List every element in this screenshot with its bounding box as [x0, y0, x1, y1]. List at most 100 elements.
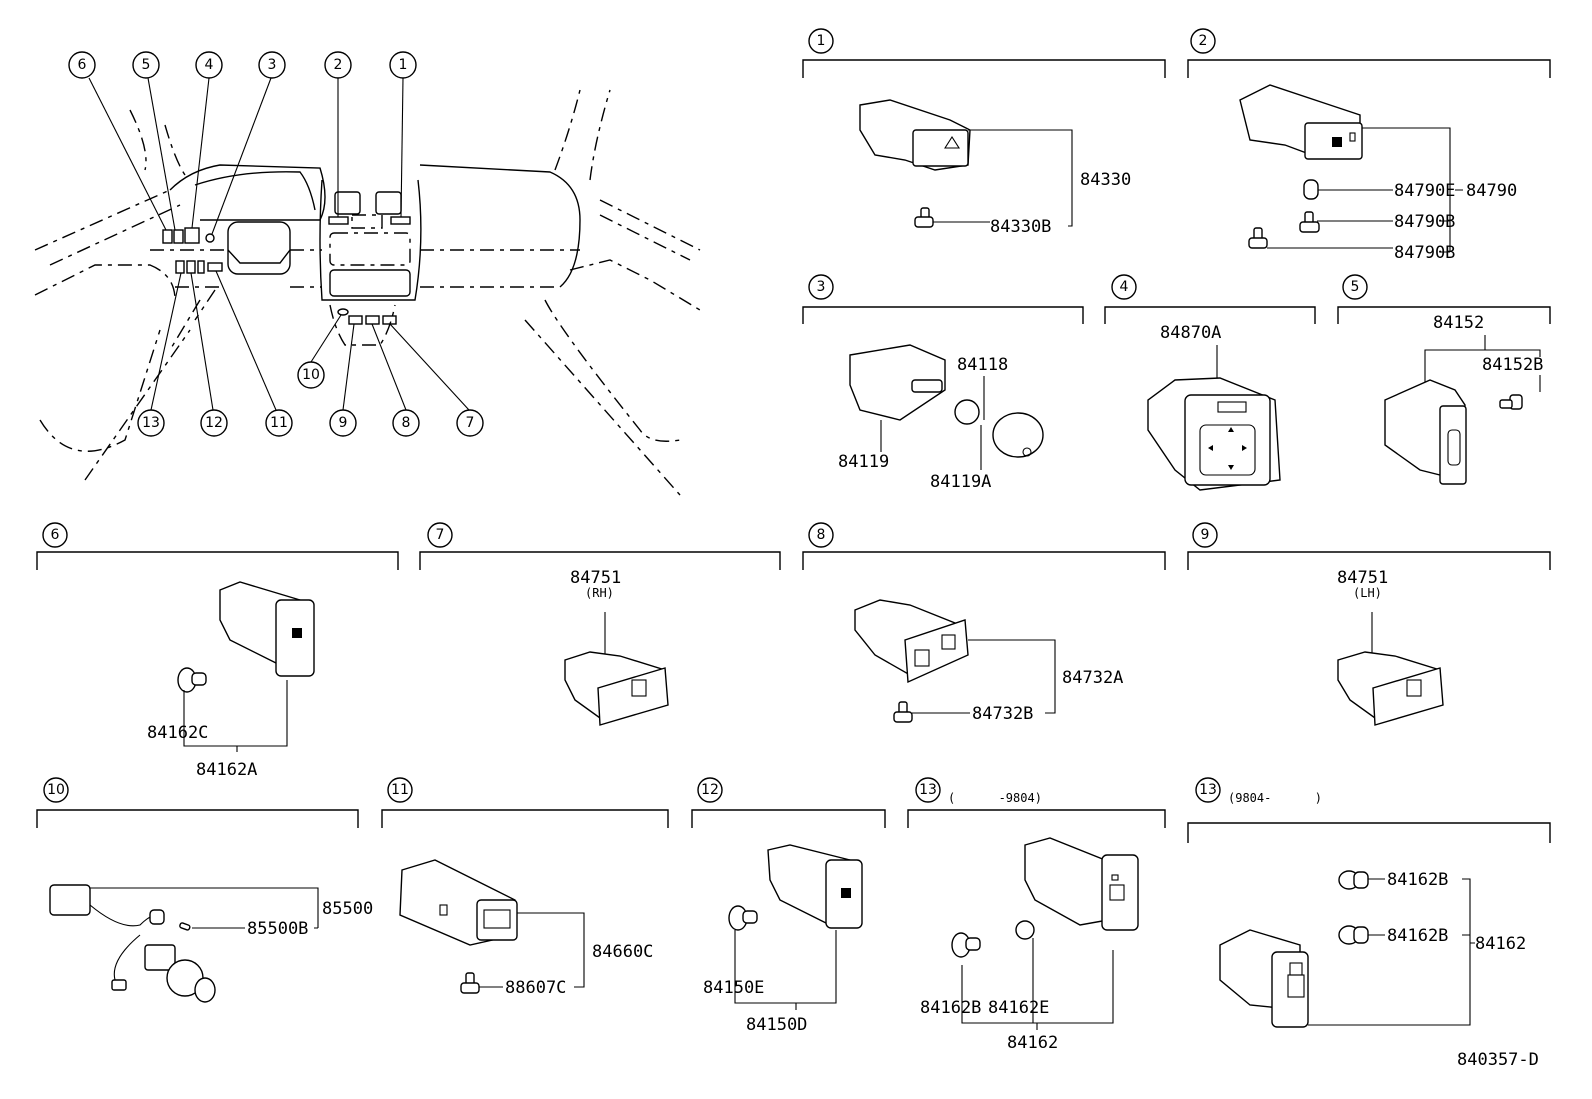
door-left — [39, 329, 161, 452]
part-84118[interactable]: 84118 — [957, 355, 1008, 375]
svg-text:12: 12 — [701, 782, 719, 798]
part-84162B[interactable]: 84162B — [920, 998, 981, 1018]
part-84119A[interactable]: 84119A — [930, 472, 991, 492]
switch-4-slot — [184, 227, 200, 244]
callout-1: 1 — [389, 51, 417, 79]
part-84330B[interactable]: 84330B — [990, 217, 1051, 237]
center-vent — [329, 232, 411, 266]
lighter-harness-icon — [49, 884, 216, 1003]
svg-text:2: 2 — [1199, 33, 1208, 49]
defogger-switch-icon — [1239, 84, 1363, 160]
part-88607C[interactable]: 88607C — [505, 978, 566, 998]
part-84790B[interactable]: 84790B — [1394, 212, 1455, 232]
part-84751-rh[interactable]: 84751 — [570, 568, 621, 588]
dash-right-lines — [420, 249, 580, 288]
callout-3: 3 — [258, 51, 286, 79]
svg-text:1: 1 — [817, 33, 826, 49]
switch-5-slot — [173, 229, 184, 244]
part-85500B[interactable]: 85500B — [247, 919, 308, 939]
svg-text:13: 13 — [1199, 782, 1217, 798]
svg-text:7: 7 — [436, 527, 445, 543]
svg-text:4: 4 — [1120, 279, 1129, 295]
knob-icon — [992, 412, 1044, 458]
bulb-icon — [1248, 227, 1268, 249]
svg-text:4: 4 — [205, 57, 214, 73]
part-84751-lh[interactable]: 84751 — [1337, 568, 1388, 588]
callout-2: 2 — [324, 51, 352, 79]
part-84870A[interactable]: 84870A — [1160, 323, 1221, 343]
center-box-a — [334, 191, 361, 215]
date-range-note: (9804- ) — [1228, 791, 1322, 805]
part-85500[interactable]: 85500 — [322, 899, 373, 919]
part-84790E[interactable]: 84790E — [1394, 181, 1455, 201]
svg-text:12: 12 — [205, 415, 223, 431]
console-left — [169, 289, 216, 351]
svg-text:8: 8 — [402, 415, 411, 431]
bulb-icon — [177, 667, 207, 693]
part-84790[interactable]: 84790 — [1466, 181, 1517, 201]
switch-extra-slot — [197, 260, 205, 274]
bulb-icon — [914, 207, 934, 228]
svg-text:13: 13 — [919, 782, 937, 798]
part-84162[interactable]: 84162 — [1475, 934, 1526, 954]
part-84152[interactable]: 84152 — [1433, 313, 1484, 333]
switch-10-slot — [337, 308, 349, 316]
pillar-left — [129, 109, 186, 176]
dashboard-overview: 6 5 4 3 2 1 10 13 12 11 9 8 7 — [34, 51, 701, 496]
switch-3-slot — [205, 233, 215, 243]
svg-text:8: 8 — [817, 527, 826, 543]
dash-lower-left — [34, 264, 176, 301]
part-84732A[interactable]: 84732A — [1062, 668, 1123, 688]
part-84660C[interactable]: 84660C — [592, 942, 653, 962]
svg-text:3: 3 — [268, 57, 277, 73]
part-84119[interactable]: 84119 — [838, 452, 889, 472]
callout-12: 12 — [200, 409, 228, 437]
side-label-lh: (LH) — [1353, 586, 1382, 600]
part-84162E[interactable]: 84162E — [988, 998, 1049, 1018]
mirror-switch-icon — [1147, 377, 1281, 491]
cap-icon — [1015, 920, 1035, 940]
part-84150D[interactable]: 84150D — [746, 1015, 807, 1035]
switch-9-slot — [348, 315, 363, 325]
date-range-note: ( -9804) — [948, 791, 1042, 805]
center-box-b — [375, 191, 402, 215]
switch-13-slot — [175, 260, 185, 274]
part-84150E[interactable]: 84150E — [703, 978, 764, 998]
part-84732B[interactable]: 84732B — [972, 704, 1033, 724]
meter-hood-inner — [194, 171, 316, 211]
center-audio — [329, 269, 411, 297]
steering-inner — [227, 249, 291, 264]
panel-11-ac-switch: 11 84660C 88607C — [381, 777, 669, 998]
part-84162C[interactable]: 84162C — [147, 723, 208, 743]
ring-icon — [954, 399, 980, 425]
part-84162A[interactable]: 84162A — [196, 760, 257, 780]
panel-5-dimmer-switch: 5 84152 84152B — [1337, 274, 1551, 485]
panel-2-defogger-switch: 2 84790E 84790 84790B 84790B — [1187, 28, 1551, 263]
part-84162B[interactable]: 84162B — [1387, 870, 1448, 890]
part-84152B[interactable]: 84152B — [1482, 355, 1543, 375]
fog-switch-icon — [1024, 837, 1139, 931]
switch-icon — [1337, 651, 1444, 726]
callout-9: 9 — [329, 409, 357, 437]
panel-3-rheostat: 3 84118 84119 84119A — [802, 274, 1084, 492]
part-84790B-2[interactable]: 84790B — [1394, 243, 1455, 263]
svg-text:6: 6 — [78, 57, 87, 73]
switch-7-slot — [382, 315, 397, 325]
part-84330[interactable]: 84330 — [1080, 170, 1131, 190]
callout-10: 10 — [297, 361, 325, 389]
bulb-icon — [728, 905, 758, 931]
callout-13: 13 — [137, 409, 165, 437]
bulb-icon — [460, 972, 480, 994]
panel-7-switch-rh: 7 84751 (RH) — [419, 522, 781, 726]
switch-2-slot — [328, 216, 349, 225]
switch-icon — [767, 844, 863, 929]
part-84162[interactable]: 84162 — [1007, 1033, 1058, 1053]
switch-1-slot — [390, 216, 411, 225]
part-84162B-2[interactable]: 84162B — [1387, 926, 1448, 946]
fog-switch-icon — [1219, 929, 1309, 1028]
panel-13-fog-switch-early: 13 ( -9804) 84162B 84162E 84162 — [907, 777, 1166, 1053]
panel-1-hazard-switch: 1 84330 84330B — [802, 28, 1166, 237]
svg-text:2: 2 — [334, 57, 343, 73]
hazard-switch-icon — [859, 99, 971, 171]
